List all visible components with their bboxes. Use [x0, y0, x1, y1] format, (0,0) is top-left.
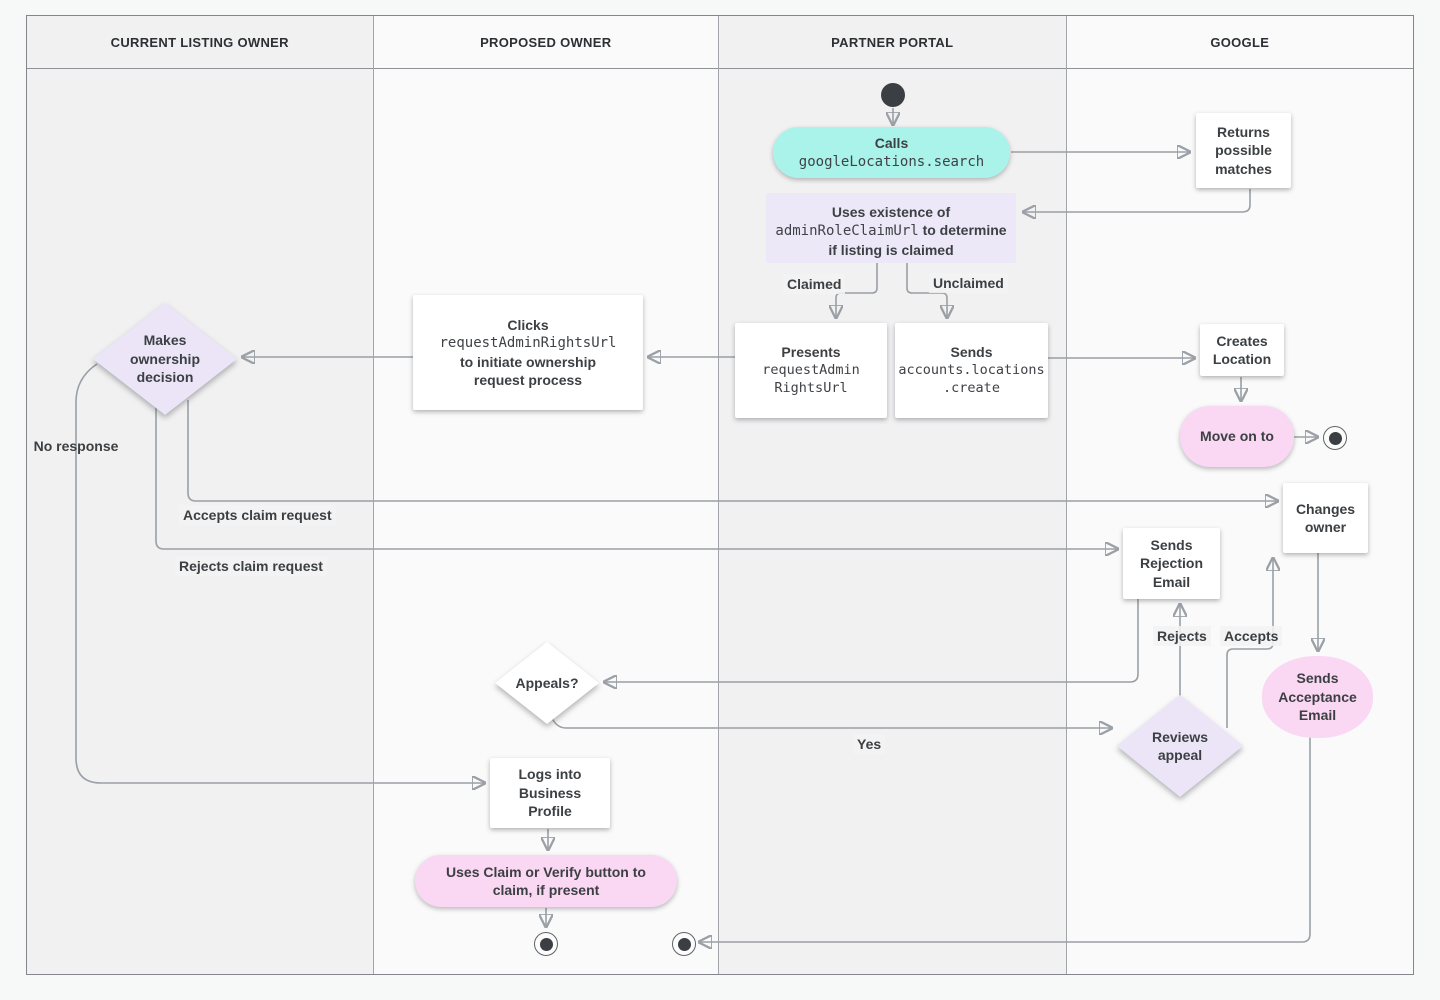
node-code: googleLocations.search: [798, 153, 985, 170]
node-label: Logs into Business Profile: [518, 766, 582, 820]
end-node-acceptance-flow: [672, 932, 696, 956]
node-title: Presents: [781, 344, 841, 361]
node-code-line1: requestAdmin: [762, 361, 860, 378]
node-label: Sends Rejection Email: [1139, 536, 1203, 590]
end-node-inner-dot: [539, 937, 553, 951]
node-sends-accounts-locations-create: Sends accounts.locations .create: [895, 323, 1048, 418]
edge-label-no-response: No response: [33, 438, 119, 454]
node-presents-requestadminrightsurl: Presents requestAdmin RightsUrl: [735, 323, 887, 418]
lane-header-current-listing-owner: CURRENT LISTING OWNER: [27, 16, 373, 69]
node-clicks-requestadminrightsurl: Clicks requestAdminRightsUrl to initiate…: [413, 295, 643, 410]
node-uses-claim-or-verify: Uses Claim or Verify button to claim, if…: [415, 855, 677, 907]
node-move-on-to: Move on to: [1180, 406, 1294, 467]
edge-label-rejects: Rejects: [1153, 626, 1211, 646]
start-node: [881, 83, 905, 107]
node-uses-existence: Uses existence of adminRoleClaimUrl to d…: [766, 193, 1016, 263]
node-calls-googlelocations-search: Calls googleLocations.search: [773, 127, 1010, 178]
node-sends-acceptance-email: Sends Acceptance Email: [1262, 656, 1373, 738]
lane-header-partner-portal: PARTNER PORTAL: [719, 16, 1066, 69]
node-code: requestAdminRightsUrl: [439, 335, 617, 352]
lane-header-proposed-owner: PROPOSED OWNER: [373, 16, 718, 69]
node-code: adminRoleClaimUrl: [775, 223, 919, 240]
node-label: Changes owner: [1295, 500, 1356, 535]
node-code-line1: accounts.locations: [898, 361, 1045, 378]
node-label: Sends Acceptance Email: [1278, 670, 1357, 724]
node-text-post: to determine if listing is claimed: [828, 222, 1007, 258]
end-node-claim-flow: [534, 932, 558, 956]
decision-label: Makes ownership decision: [129, 332, 200, 386]
node-title: Calls: [874, 135, 909, 152]
lane-current-listing-owner: CURRENT LISTING OWNER: [27, 16, 374, 974]
node-returns-possible-matches: Returns possible matches: [1196, 113, 1291, 188]
node-code-line2: .create: [943, 379, 1000, 396]
node-text-pre: Uses existence of: [831, 204, 951, 220]
node-label: Move on to: [1200, 428, 1274, 445]
edge-label-accepts-claim-request: Accepts claim request: [179, 505, 336, 525]
node-changes-owner: Changes owner: [1283, 483, 1368, 553]
edge-label-yes: Yes: [853, 734, 886, 754]
node-label: Returns possible matches: [1215, 123, 1272, 177]
node-creates-location: Creates Location: [1200, 324, 1284, 376]
node-label: Uses Claim or Verify button to claim, if…: [446, 863, 646, 898]
node-title: Sends: [950, 344, 993, 361]
node-title: Clicks: [507, 316, 549, 333]
node-logs-into-business-profile: Logs into Business Profile: [490, 758, 610, 828]
end-node-inner-dot: [1328, 431, 1342, 445]
node-sends-rejection-email: Sends Rejection Email: [1123, 528, 1220, 599]
edge-label-rejects-claim-request: Rejects claim request: [175, 556, 327, 576]
node-text-post: to initiate ownership request process: [459, 353, 597, 388]
decision-reviews-appeal: Reviews appeal: [1117, 695, 1243, 797]
edge-label-accepts: Accepts: [1220, 626, 1283, 646]
edge-label-unclaimed: Unclaimed: [929, 273, 1008, 293]
end-node-create-flow: [1323, 426, 1347, 450]
node-label: Creates Location: [1212, 332, 1272, 367]
decision-makes-ownership: Makes ownership decision: [93, 303, 237, 415]
lane-header-google: GOOGLE: [1066, 16, 1413, 69]
decision-appeals: Appeals?: [495, 642, 599, 724]
end-node-inner-dot: [677, 937, 691, 951]
edge-label-claimed: Claimed: [783, 274, 846, 294]
decision-label: Appeals?: [515, 674, 579, 691]
decision-label: Reviews appeal: [1151, 728, 1209, 763]
lane-proposed-owner: PROPOSED OWNER: [373, 16, 719, 974]
node-code-line2: RightsUrl: [774, 379, 848, 396]
